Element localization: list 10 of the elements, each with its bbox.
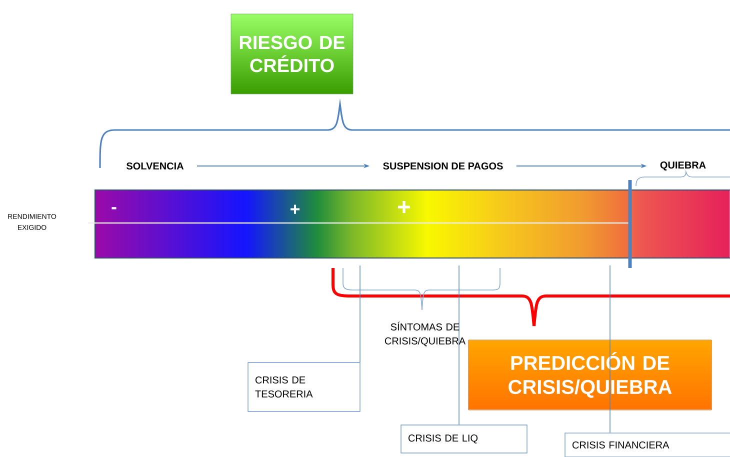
text-box: CRISIS FINANCIERA: [564, 432, 730, 457]
title-box: RIESGO DE CRÉDITO: [230, 14, 354, 94]
text-label: SÍNTOMAS DE CRISIS/QUIEBRA: [384, 322, 466, 346]
text-box: CRISIS DE TESORERIA: [248, 362, 360, 412]
text-box: CRISIS DE LIQ: [400, 424, 528, 454]
sign-symbol: +: [290, 204, 300, 214]
sign-symbol: -: [112, 207, 116, 210]
leader-line: [458, 265, 460, 425]
title-box: PREDICCIÓN DE CRISIS/QUIEBRA: [468, 340, 712, 410]
sign-symbol: +: [398, 200, 410, 214]
